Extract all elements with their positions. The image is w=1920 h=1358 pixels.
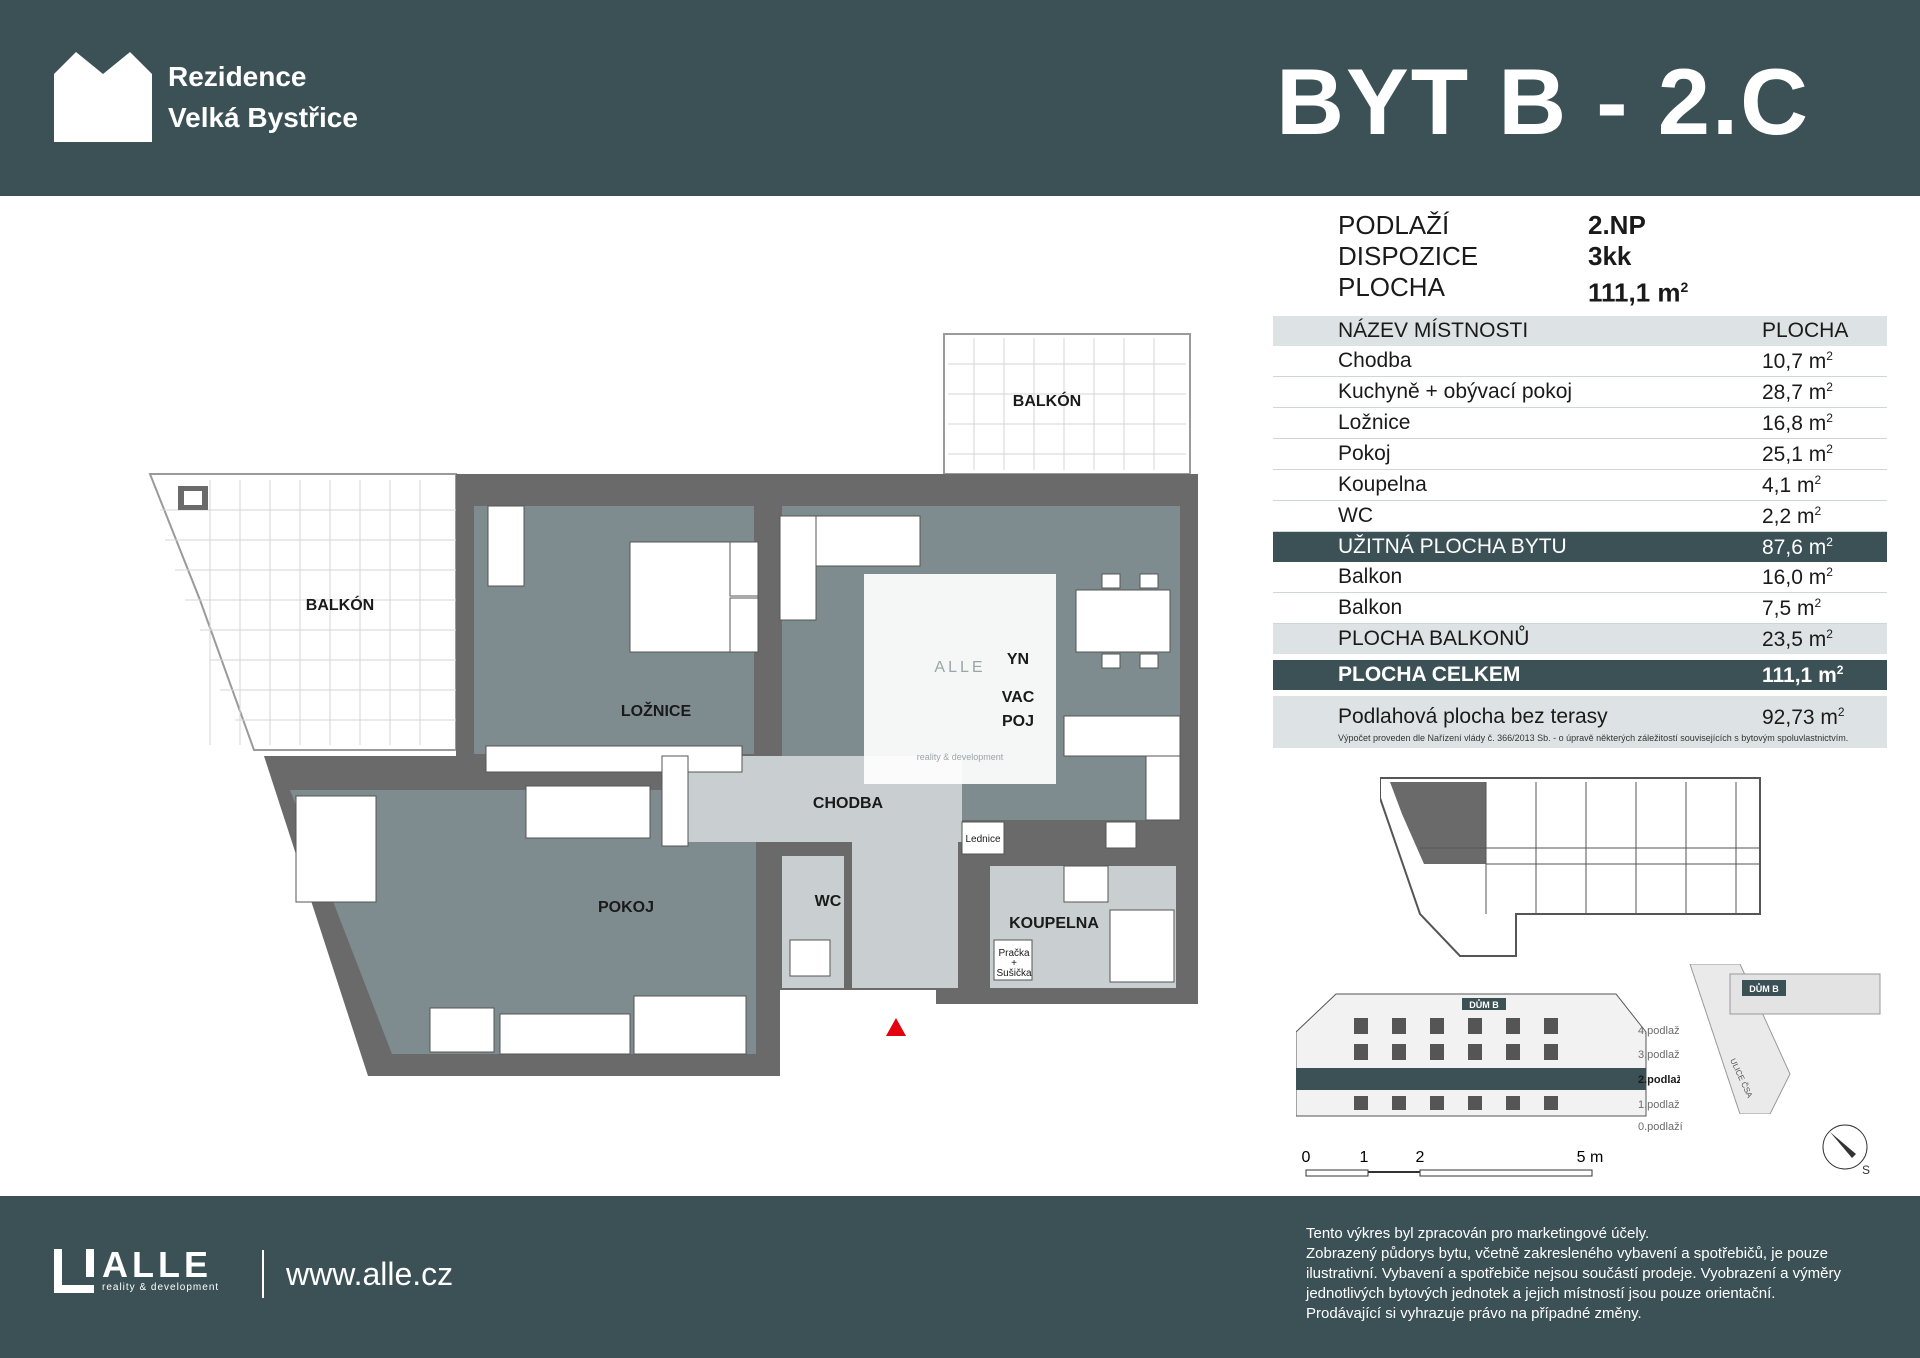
- site-house-label: DŮM B: [1749, 983, 1779, 994]
- alle-sub: reality & development: [102, 1282, 220, 1293]
- disclaimer: Tento výkres byl zpracován pro marketing…: [1306, 1225, 1841, 1322]
- balcony-top: [943, 333, 1191, 475]
- furniture: [295, 505, 1181, 1055]
- label-wc: WC: [815, 893, 842, 910]
- scale-tick-0: 0: [1302, 1149, 1311, 1166]
- floor-label-0: 0.podlaží: [1638, 1121, 1683, 1132]
- header-bar: Rezidence Velká Bystřice BYT B - 2.C: [0, 0, 1920, 196]
- key-plan: [1380, 777, 1761, 957]
- label-kitchen-1: YN: [1007, 651, 1029, 668]
- north-arrow-icon: S: [1822, 1124, 1870, 1174]
- label-pracka-2: +: [1011, 958, 1017, 969]
- scale-tick-2: 2: [1416, 1149, 1425, 1166]
- floor-area-row: Podlahová plocha bez terasy 92,73 m2 Výp…: [1273, 696, 1887, 748]
- label-chodba: CHODBA: [813, 795, 884, 812]
- website-link[interactable]: www.alle.cz: [286, 1256, 454, 1292]
- scale-bar: 0 1 2 5 m: [1302, 1149, 1604, 1177]
- label-loznice: LOŽNICE: [621, 701, 692, 720]
- calculation-note: Výpočet proveden dle Nařízení vlády č. 3…: [1338, 733, 1849, 743]
- table-header-name: NÁZEV MÍSTNOSTI: [1338, 319, 1529, 342]
- layout-label: DISPOZICE: [1338, 241, 1479, 271]
- elevation-house-label: DŮM B: [1469, 999, 1499, 1010]
- brand-line-2: Velká Bystřice: [168, 102, 358, 133]
- svg-text:ALLE: ALLE: [934, 659, 985, 676]
- label-pracka-1: Pračka: [998, 948, 1030, 959]
- svg-text:S: S: [1862, 1163, 1870, 1174]
- label-pracka-3: Sušička: [996, 968, 1031, 979]
- scale-tick-1: 1: [1360, 1149, 1369, 1166]
- unit-title: BYT B - 2.C: [1276, 49, 1810, 154]
- floor-label: PODLAŽÍ: [1338, 210, 1450, 240]
- label-kitchen-2: VAC: [1002, 689, 1035, 706]
- footer-divider: [262, 1250, 264, 1298]
- alle-watermark: ALLE reality & development: [864, 574, 1056, 784]
- label-pokoj: POKOJ: [598, 899, 654, 916]
- room-pokoj: [290, 790, 756, 1054]
- label-balkon-left: BALKÓN: [306, 595, 374, 614]
- site-plan: DŮM B ULICE ČSA: [1680, 964, 1900, 1114]
- floor-label-4: 4.podlaží: [1638, 1025, 1683, 1037]
- scale-tick-5: 5 m: [1577, 1149, 1604, 1166]
- floor-value: 2.NP: [1588, 210, 1646, 240]
- floor-label-3: 3.podlaží: [1638, 1049, 1683, 1061]
- label-lednice: Lednice: [965, 834, 1000, 845]
- unit-info: PODLAŽÍ 2.NP DISPOZICE 3kk PLOCHA 111,1 m2: [1338, 210, 1688, 309]
- brand-line-1: Rezidence: [168, 61, 307, 92]
- layout-value: 3kk: [1588, 241, 1632, 271]
- alle-mark-icon: [54, 1248, 94, 1293]
- area-label: PLOCHA: [1338, 272, 1445, 302]
- closet-hall: [661, 755, 689, 847]
- closet-loznice: [485, 745, 743, 773]
- floor-label-2: 2.podlaží: [1638, 1074, 1686, 1086]
- entrance-arrow-icon: [886, 1018, 906, 1036]
- svg-text:reality & development: reality & development: [917, 752, 1004, 762]
- footer-bar: ALLE reality & development www.alle.cz T…: [0, 1196, 1920, 1358]
- table-header: NÁZEV MÍSTNOSTI PLOCHA: [1273, 316, 1887, 346]
- house-logo-icon: [54, 52, 152, 142]
- room-chodba-lower: [852, 842, 958, 988]
- floor-plan: ALLE reality & development BALKÓN BALKÓN…: [148, 333, 1198, 1076]
- floor-label-1: 1.podlaží: [1638, 1099, 1683, 1111]
- label-koupelna: KOUPELNA: [1009, 915, 1099, 932]
- label-balkon-top: BALKÓN: [1013, 391, 1081, 410]
- table-header-area: PLOCHA: [1762, 319, 1849, 342]
- area-value: 111,1 m2: [1588, 277, 1689, 308]
- building-elevation: DŮM B 4.podlaží 3.podlaží 2.podlaží 1.po…: [1296, 993, 1686, 1132]
- balcony-left: [148, 473, 457, 751]
- alle-logo: ALLE reality & development: [54, 1244, 220, 1293]
- label-kitchen-3: POJ: [1002, 713, 1034, 730]
- alle-word: ALLE: [102, 1244, 212, 1285]
- brand: Rezidence Velká Bystřice: [54, 52, 358, 142]
